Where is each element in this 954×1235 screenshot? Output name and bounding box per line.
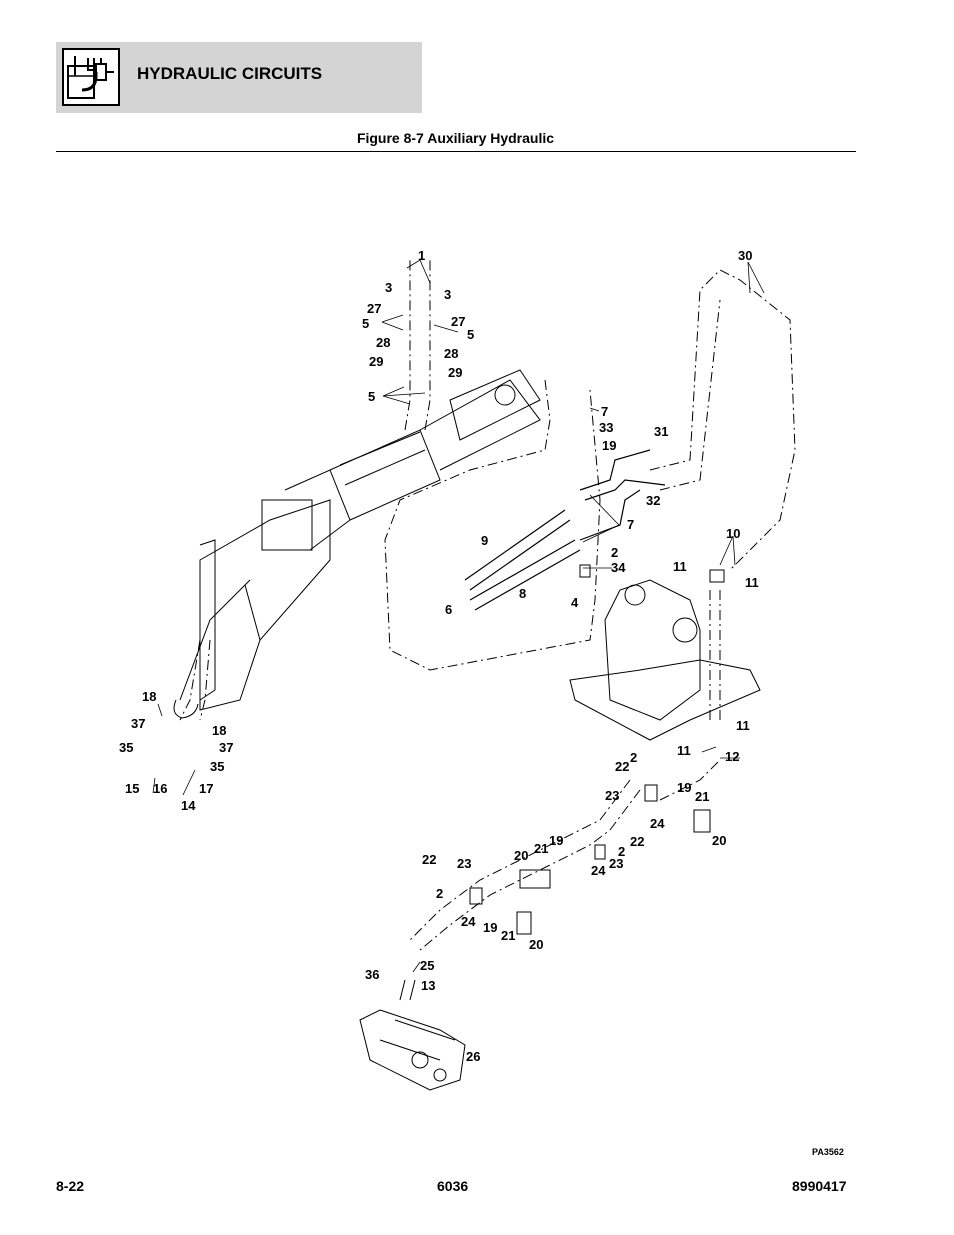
leader-lines [152,259,765,973]
callout-1: 1 [418,248,425,263]
callout-21: 21 [534,841,548,856]
callout-5: 5 [467,327,474,342]
callout-19: 19 [549,833,563,848]
part-number: 8990417 [792,1178,847,1194]
callout-36: 36 [365,967,379,982]
callout-15: 15 [125,781,139,796]
section-title: HYDRAULIC CIRCUITS [137,64,323,83]
callout-20: 20 [712,833,726,848]
turntable-weldment [569,579,761,741]
callout-2: 2 [436,886,443,901]
callout-33: 33 [599,420,613,435]
callout-3: 3 [385,280,392,295]
art-code: PA3562 [812,1147,844,1157]
callout-7: 7 [601,404,608,419]
callout-11: 11 [673,559,687,574]
callout-2: 2 [611,545,618,560]
callout-26: 26 [466,1049,480,1064]
callout-25: 25 [420,958,434,973]
callout-23: 23 [609,856,623,871]
callout-28: 28 [444,346,458,361]
callout-35: 35 [119,740,133,755]
callout-23: 23 [457,856,471,871]
callout-29: 29 [369,354,383,369]
callout-29: 29 [448,365,462,380]
callout-labels: 1 3 3 27 5 27 5 28 28 29 29 5 30 7 33 19… [119,248,759,1064]
callout-20: 20 [529,937,543,952]
figure-title: Figure 8-7 Auxiliary Hydraulic [356,130,555,146]
boom-assembly [173,369,541,719]
page-number: 8-22 [56,1178,85,1194]
callout-18: 18 [212,723,226,738]
callout-24: 24 [461,914,476,929]
callout-6: 6 [445,602,452,617]
callout-21: 21 [501,928,515,943]
callout-2: 2 [630,750,637,765]
callout-28: 28 [376,335,390,350]
callout-4: 4 [571,595,579,610]
callout-19: 19 [602,438,616,453]
callout-24: 24 [650,816,665,831]
callout-16: 16 [153,781,167,796]
callout-27: 27 [451,314,465,329]
callout-9: 9 [481,533,488,548]
callout-22: 22 [615,759,629,774]
callout-23: 23 [605,788,619,803]
callout-31: 31 [654,424,668,439]
callout-7: 7 [627,517,634,532]
callout-34: 34 [611,560,626,575]
hydraulic-circuits-icon [62,48,120,106]
callout-3: 3 [444,287,451,302]
clamps-and-blocks [469,564,725,935]
callout-35: 35 [210,759,224,774]
callout-21: 21 [695,789,709,804]
callout-37: 37 [131,716,145,731]
callout-24: 24 [591,863,606,878]
callout-12: 12 [725,749,739,764]
callout-19: 19 [677,780,691,795]
hose-routing-lines [179,260,796,951]
callout-14: 14 [181,798,196,813]
control-valve [359,979,466,1091]
callout-18: 18 [142,689,156,704]
callout-13: 13 [421,978,435,993]
callout-11: 11 [736,718,750,733]
callout-10: 10 [726,526,740,541]
model-number: 6036 [437,1178,469,1194]
callout-20: 20 [514,848,528,863]
callout-32: 32 [646,493,660,508]
callout-8: 8 [519,586,526,601]
callout-27: 27 [367,301,381,316]
callout-17: 17 [199,781,213,796]
callout-5: 5 [362,316,369,331]
callout-2: 2 [618,844,625,859]
callout-19: 19 [483,920,497,935]
callout-22: 22 [422,852,436,867]
callout-11: 11 [745,575,759,590]
tube-assemblies [464,449,666,611]
callout-30: 30 [738,248,752,263]
callout-22: 22 [630,834,644,849]
header-rule [56,151,856,152]
callout-5: 5 [368,389,375,404]
callout-11: 11 [677,743,691,758]
callout-37: 37 [219,740,233,755]
